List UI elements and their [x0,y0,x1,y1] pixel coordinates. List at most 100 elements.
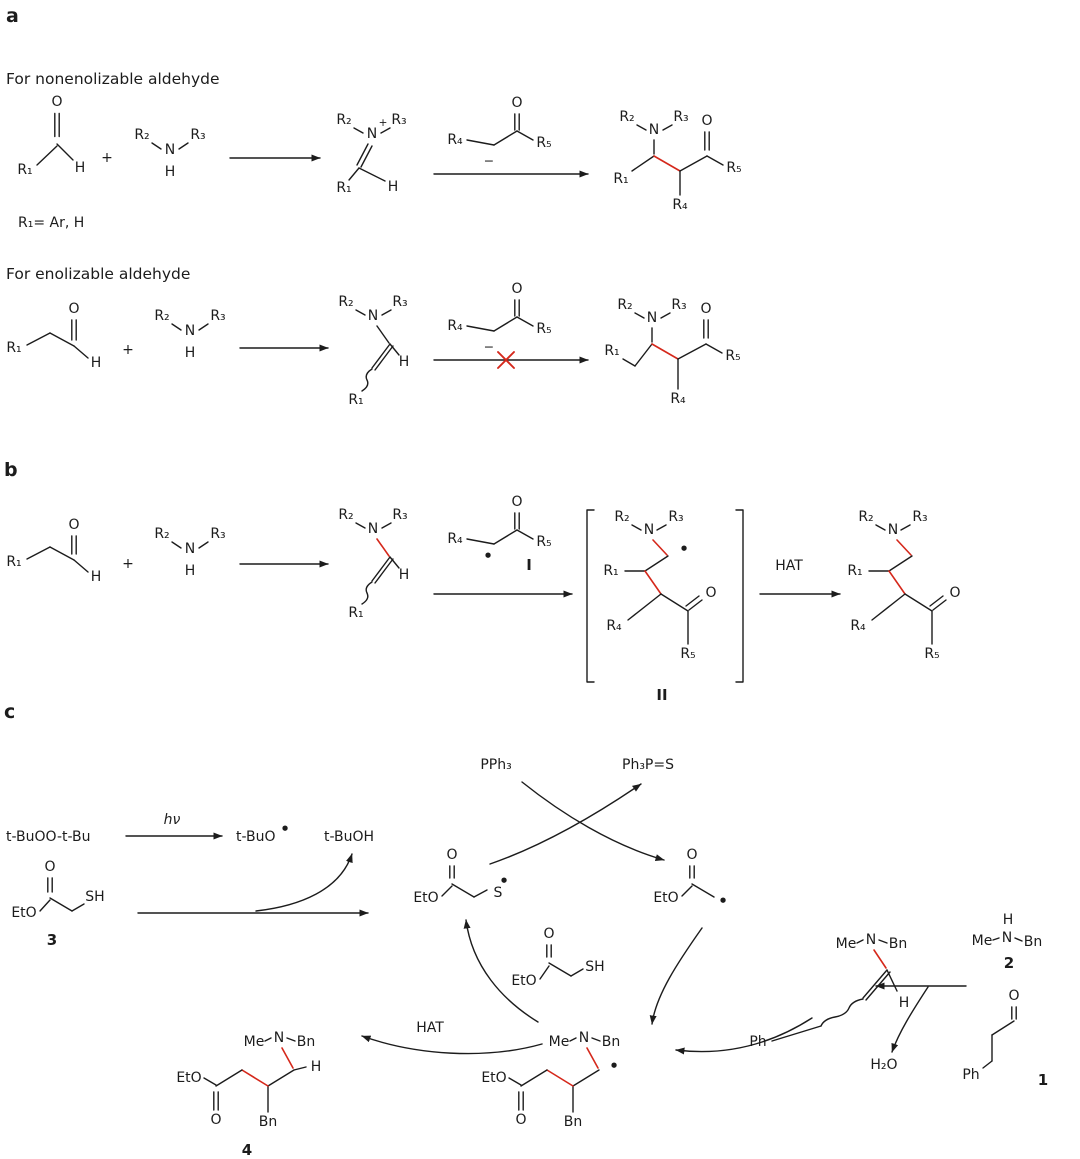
bonds [508,1037,601,1113]
h-label: H [311,1059,322,1075]
h-label: H [388,179,399,195]
intermediate-II-label: II [656,686,667,704]
mannich-product: R₂ N R₃ R₁ R₄ O R₅ [604,297,740,407]
bonds [771,939,898,1042]
alpha-keto-radical-I: O R₄ R₅ • I [447,494,551,574]
curved-arrow-hat [361,1035,543,1055]
plus-charge: + [379,117,388,129]
tbuootbu-label: t-BuOO-t-Bu [6,829,91,845]
ph-label: Ph [749,1034,766,1050]
curved-arrow-h-abstraction [255,853,353,912]
amine-2: H Me N Bn 2 [972,912,1043,972]
r4-label: R₄ [447,318,463,334]
bonds [171,541,209,549]
oxygen-label: O [68,517,79,533]
h-label: H [91,355,102,371]
r3-label: R₃ [671,297,686,313]
condensation-step: H₂O [870,982,967,1073]
nonenolizable-aldehyde: O R₁ H [17,94,85,178]
tbuo-label: t-BuO [236,829,276,845]
r3-label: R₃ [210,308,225,324]
r1-label: R₁ [348,392,363,408]
bonds [622,312,723,390]
h2o-label: H₂O [870,1057,897,1073]
r4-label: R₄ [850,618,866,634]
h-label: H [399,354,410,370]
secondary-amine: R₂ N R₃ H [134,127,205,180]
curved-arrow-radical-addition [649,927,703,1025]
r2-label: R₂ [154,526,169,542]
r1-note: R₁= Ar, H [18,215,84,231]
r1-label: R₁ [348,605,363,621]
r1-label: R₁ [613,171,628,187]
panel-b-label: b [4,459,18,481]
eto-label: EtO [11,905,36,921]
n-label: N [649,122,659,138]
me-label: Me [549,1034,570,1050]
n-label: N [274,1030,284,1046]
h-label: H [185,563,196,579]
panel-c-label: c [4,701,15,723]
bonds [26,535,89,573]
n-label: N [866,932,876,948]
r3-label: R₃ [673,109,688,125]
sh-label: SH [85,889,104,905]
n-label: N [185,541,195,557]
cross-mark [497,351,515,369]
bonds [992,937,1023,942]
panel-a: a For nonenolizable aldehyde O R₁ H + R₂… [6,5,742,408]
tbuoh-label: t-BuOH [324,829,374,845]
compound-1-label: 1 [1038,1071,1048,1089]
r5-label: R₅ [536,135,551,151]
plus-sign: + [101,150,113,166]
sulfur-label: S [494,885,503,901]
eto-label: EtO [653,890,678,906]
hat-step: HAT [361,1020,543,1055]
oxygen-label: O [515,1112,526,1128]
h-label: H [75,160,86,176]
bn-label: Bn [297,1034,315,1050]
r5-label: R₅ [536,321,551,337]
enolate-nucleophile: O R₄ R₅ − [447,281,551,354]
bonds [36,112,74,166]
wavy-bond [820,998,864,1027]
h-label: H [91,569,102,585]
radical-product: R₂ N R₃ R₁ R₄ O R₅ [847,509,960,662]
r4-label: R₄ [447,132,463,148]
bn-label: Bn [889,936,907,952]
product-4: Me N Bn H EtO O Bn 4 [176,1030,321,1159]
plus-sign: + [122,342,134,358]
bn-label: Bn [564,1114,582,1130]
me-label: Me [972,933,993,949]
bonds [441,865,488,898]
r1-label: R₁ [6,340,21,356]
enolizable-aldehyde: O R₁ H [6,301,101,371]
secondary-amine: R₂ N R₃ H [154,308,225,361]
ph-label: Ph [962,1067,979,1083]
bonds [982,1006,1017,1069]
oxygen-label: O [700,301,711,317]
thiyl-radical: EtO O S • [413,847,508,906]
enolizable-aldehyde: O R₁ H [6,517,101,585]
bn-label: Bn [1024,934,1042,950]
curved-arrow-from-pph3 [521,781,665,862]
intermediate-I-label: I [526,556,532,574]
radical-dot: • [483,547,493,565]
r5-label: R₅ [924,646,939,662]
r2-label: R₂ [619,109,634,125]
oxygen-label: O [701,113,712,129]
n-label: N [368,521,378,537]
r2-label: R₂ [614,509,629,525]
photoinitiation: t-BuOO-t-Bu hν t-BuO • t-BuOH [6,812,374,912]
sh-label: SH [585,959,604,975]
r4-label: R₄ [606,618,622,634]
enamine-intermediate: Me N Bn H Ph [749,932,909,1050]
n-label: N [185,323,195,339]
r1-label: R₁ [847,563,862,579]
r5-label: R₅ [536,534,551,550]
bracketed-intermediate-II: R₂ N R₃ • R₁ R₄ O R₅ II [586,509,744,704]
r2-label: R₂ [134,127,149,143]
oxygen-label: O [446,847,457,863]
eto-label: EtO [481,1070,506,1086]
